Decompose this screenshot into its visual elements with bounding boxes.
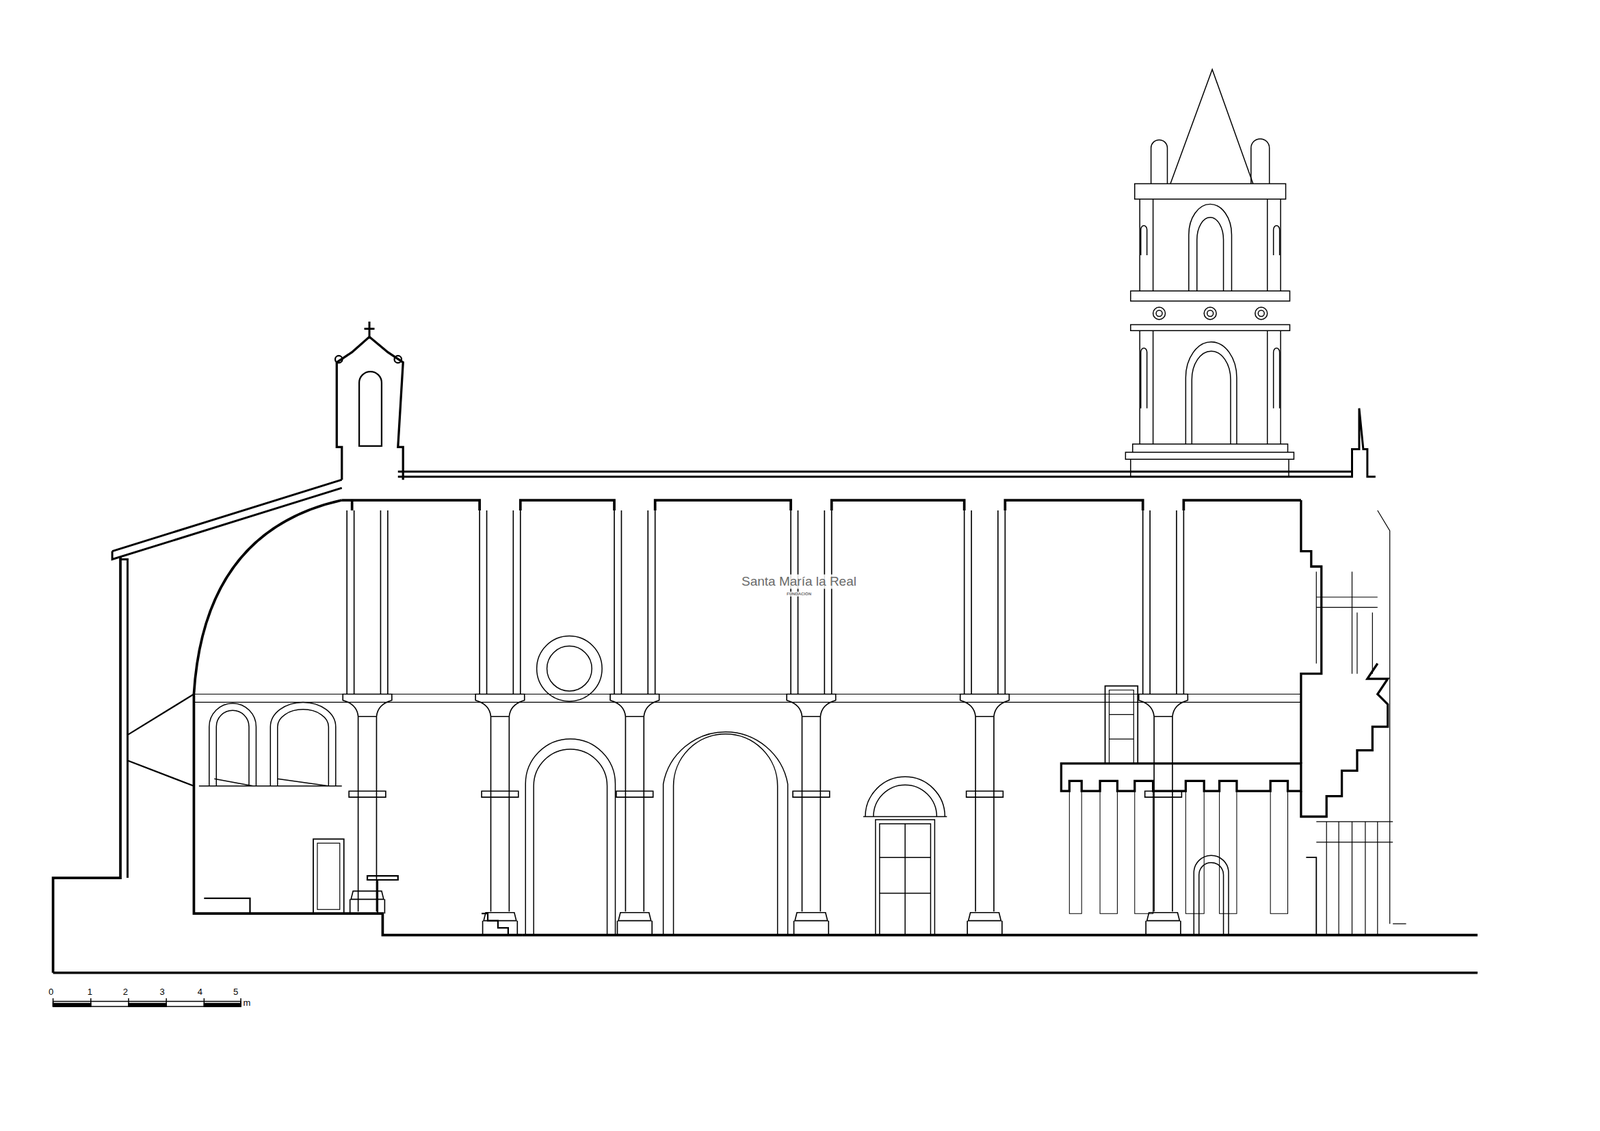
- scale-unit: m: [243, 998, 252, 1008]
- choir-loft: [1060, 763, 1302, 791]
- rose-window: [547, 645, 593, 691]
- door: [1108, 690, 1134, 764]
- scale-number: 0: [48, 987, 54, 997]
- door: [875, 819, 936, 936]
- column: [1138, 510, 1189, 936]
- vault-line: [342, 500, 1302, 511]
- stair-section: [1301, 500, 1388, 817]
- ground-line: [53, 556, 1478, 973]
- stair-steps: [1305, 806, 1327, 936]
- column: [960, 510, 1010, 936]
- scale-number: 1: [87, 987, 93, 997]
- watermark: FUNDACIÓN: [785, 591, 813, 597]
- apse-roof: [112, 479, 343, 878]
- small-door: [1193, 855, 1229, 935]
- scale-number: 4: [197, 987, 203, 997]
- apse-window: [199, 701, 343, 786]
- tower: [1125, 69, 1294, 477]
- door: [313, 838, 345, 914]
- scale-number: 3: [160, 987, 165, 997]
- belfry-window: [359, 371, 382, 447]
- column: [475, 510, 525, 936]
- column: [610, 510, 660, 936]
- loft-shadow: [1069, 790, 1288, 914]
- arch: [525, 738, 615, 935]
- scale-bar: [53, 998, 241, 1007]
- impost-line: [193, 693, 1302, 702]
- nave-roof: [398, 408, 1376, 477]
- belfry: [336, 336, 403, 480]
- door: [1105, 686, 1139, 764]
- column: [342, 510, 392, 914]
- cross: [364, 321, 375, 337]
- steps: [481, 913, 523, 935]
- apse-vault: [193, 500, 522, 936]
- door: [317, 842, 340, 910]
- rose-window: [536, 635, 602, 701]
- pinnacle: [335, 355, 343, 363]
- pinnacle: [394, 355, 402, 363]
- scale-number: 2: [123, 987, 128, 997]
- apse-wall: [127, 693, 250, 914]
- door-arch: [863, 776, 947, 817]
- arch: [663, 731, 789, 936]
- scale-number: 5: [233, 987, 239, 997]
- watermark: Santa María la Real: [740, 574, 858, 589]
- stair-elevation: [1316, 510, 1406, 936]
